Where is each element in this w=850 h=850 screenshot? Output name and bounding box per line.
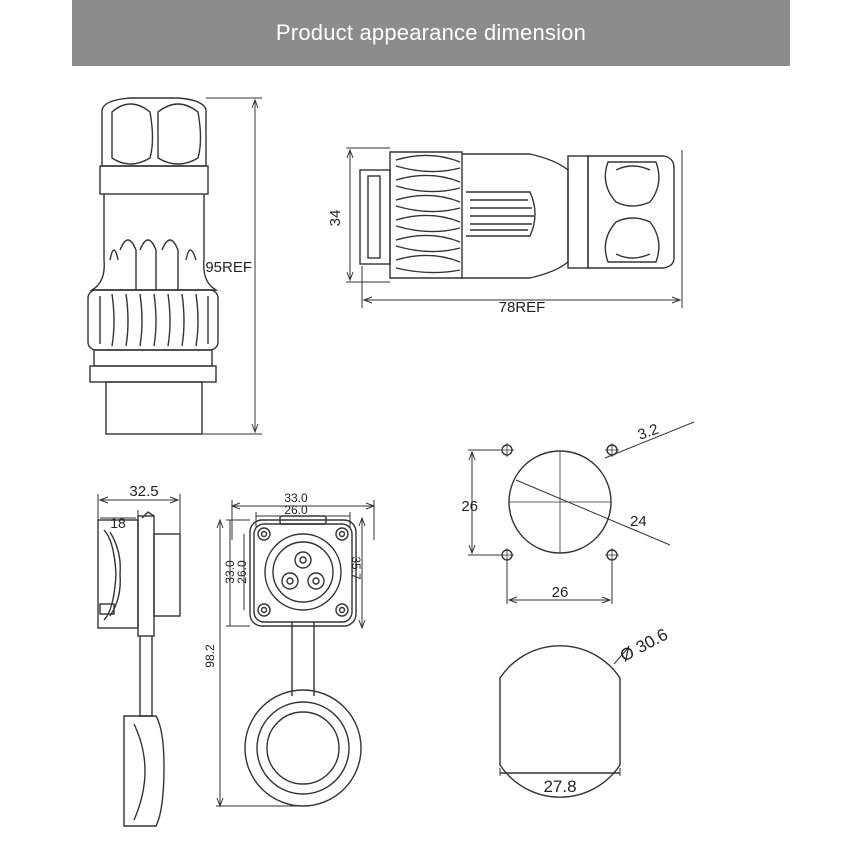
plug-side-view <box>346 147 683 308</box>
page-title: Product appearance dimension <box>275 20 587 45</box>
dim-side-depth: 18 <box>110 515 126 531</box>
dim-hole-spacing-vertical: 26 <box>461 498 478 515</box>
dim-front-outer-height: 33.0 <box>223 560 237 584</box>
dim-hole-spacing-horizontal: 26 <box>552 584 569 601</box>
dim-side-width: 32.5 <box>129 483 158 500</box>
dim-hole-diameter: 3.2 <box>636 421 661 444</box>
dim-front-inner-height: 26.0 <box>235 560 249 584</box>
dim-height-ref: 95REF <box>205 259 252 276</box>
dim-side-height: 34 <box>327 210 344 227</box>
plug-front-view <box>87 97 262 435</box>
dim-front-inner-width: 26.0 <box>284 503 308 517</box>
receptacle-side-view <box>97 494 181 827</box>
dim-front-flange-height: 35.7 <box>349 556 363 580</box>
panel-d-cutout <box>499 645 629 798</box>
dim-panel-flat: 27.8 <box>543 777 576 796</box>
dim-front-outer-width: 33.0 <box>284 491 308 505</box>
dim-side-length: 78REF <box>499 299 546 316</box>
dim-panel-diameter: Ø 30.6 <box>617 625 671 666</box>
title-banner: Product appearance dimension <box>72 0 790 66</box>
dim-circle-diameter: 24 <box>630 513 647 530</box>
receptacle-front-view <box>216 500 376 808</box>
panel-hole-pattern <box>468 421 695 604</box>
dim-total-length: 98.2 <box>203 644 217 668</box>
